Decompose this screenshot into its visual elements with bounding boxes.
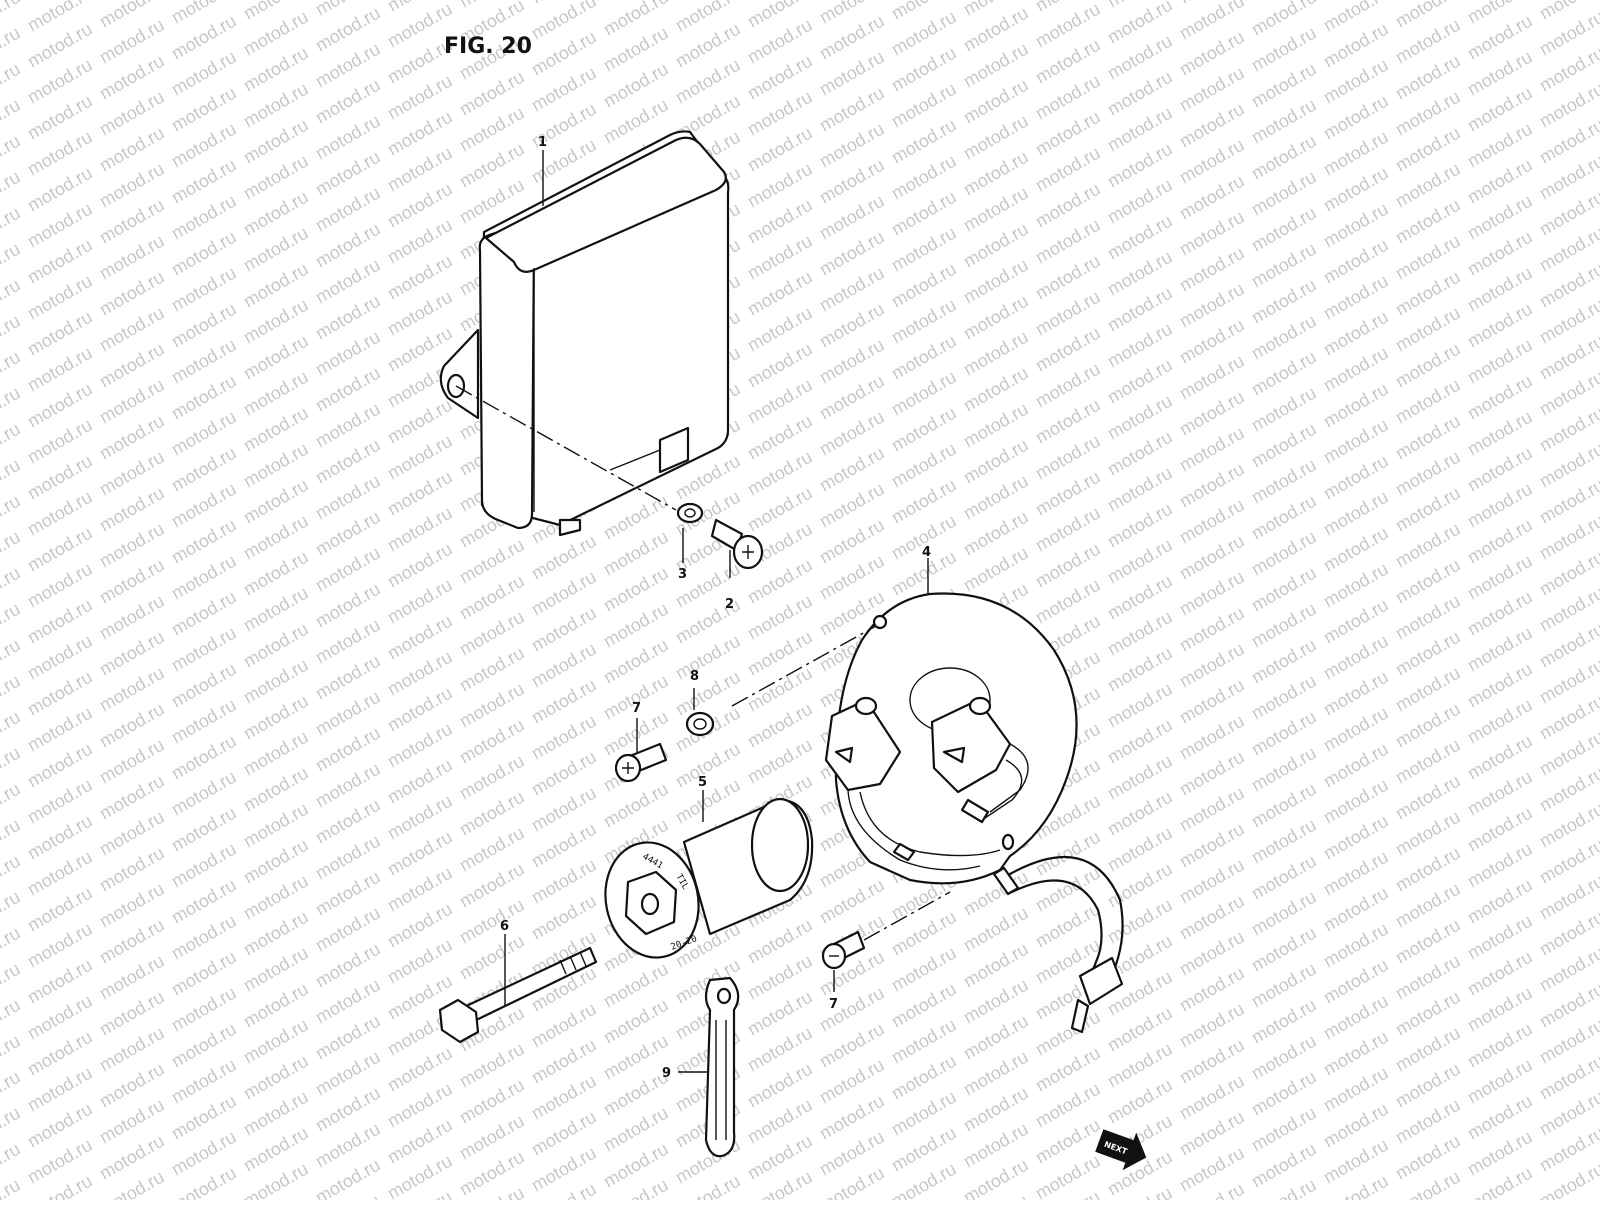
callout-2: 2 xyxy=(725,597,734,612)
callout-9: 9 xyxy=(662,1066,671,1081)
callout-4: 4 xyxy=(922,545,931,560)
callout-3: 3 xyxy=(678,567,687,582)
clamp-strap xyxy=(704,976,740,1158)
lock-washer xyxy=(676,502,704,524)
watermark-text: motod.ru xyxy=(0,1175,24,1200)
callout-7-lower: 7 xyxy=(829,997,838,1012)
callout-8: 8 xyxy=(690,669,699,684)
callout-7-upper: 7 xyxy=(632,701,641,716)
callout-6: 6 xyxy=(500,919,509,934)
flat-washer xyxy=(685,711,715,737)
callout-1: 1 xyxy=(538,135,547,150)
callout-5: 5 xyxy=(698,775,707,790)
figure-title: FIG. 20 xyxy=(444,34,532,59)
ignitor-unit xyxy=(439,130,730,537)
